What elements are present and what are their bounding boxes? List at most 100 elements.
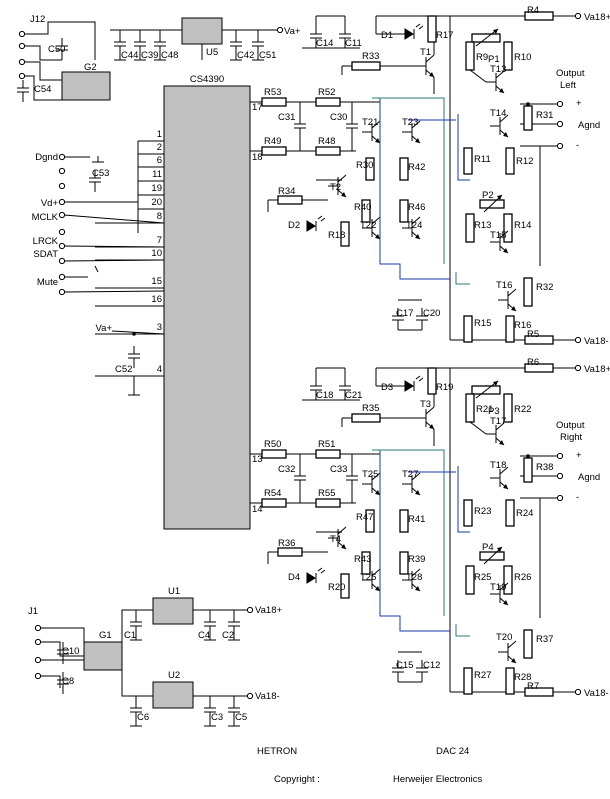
wire (317, 567, 323, 572)
wire (475, 28, 499, 47)
wire (415, 23, 421, 28)
wire (317, 215, 323, 220)
potentiometer-p1-label: P1 (488, 54, 500, 65)
capacitor-c5-label: C5 (235, 712, 247, 723)
copyright-label: Copyright : (274, 774, 320, 785)
resistor-r13-label: R13 (474, 220, 491, 231)
transistor-t22-label: T22 (360, 220, 376, 231)
resistor-r23 (463, 499, 473, 527)
resistor-r34-label: R34 (278, 186, 295, 197)
pin-number-4: 4 (157, 364, 162, 375)
output-label: Left (560, 80, 576, 91)
wire (371, 472, 381, 481)
arrow (375, 586, 380, 591)
arrow (375, 138, 380, 143)
capacitor-c33-label: C33 (330, 464, 347, 475)
resistor-r28 (505, 667, 515, 695)
diode-d3 (404, 380, 414, 392)
output-label: Output (556, 68, 585, 79)
resistor-r26-label: R26 (514, 572, 531, 583)
arrow (415, 138, 420, 143)
wire (475, 380, 499, 399)
arrow (503, 484, 508, 489)
input-terminal (58, 228, 66, 236)
resistor-r50 (261, 449, 287, 459)
resistor-r18 (340, 221, 350, 247)
output-terminal (556, 120, 564, 128)
pin-number-11: 11 (152, 169, 162, 180)
resistor-r17 (427, 15, 437, 43)
resistor-r40 (361, 199, 371, 223)
transistor-t2-label: T2 (330, 182, 341, 193)
wire (24, 21, 96, 60)
arrow (341, 192, 346, 197)
pin-number-19: 19 (151, 183, 162, 194)
rectifier-g2 (61, 71, 111, 101)
arrow (415, 490, 420, 495)
diode-d1 (404, 28, 414, 40)
pin-signal-10: SDAT (33, 249, 58, 260)
resistor-r32 (523, 277, 533, 307)
output-plus-label: + (576, 450, 582, 461)
output-label: Right (560, 432, 583, 443)
arrow (429, 424, 434, 429)
wire (418, 25, 424, 30)
wire (24, 45, 62, 61)
pin-number-p14: 14 (252, 504, 263, 515)
resistor-r35 (351, 413, 381, 423)
resistor-r13 (465, 213, 475, 243)
arrow (429, 72, 434, 77)
resistor-r43-label: R43 (354, 554, 371, 565)
wire (469, 69, 487, 83)
wire (337, 526, 347, 535)
resistor-r42-label: R42 (408, 162, 425, 173)
resistor-r9-label: R9 (476, 52, 488, 63)
arrow (493, 381, 498, 386)
regulator-u2-label: U2 (168, 670, 180, 681)
resistor-r53-label: R53 (264, 87, 281, 98)
resistor-r40-label: R40 (354, 202, 371, 213)
capacitor-c42-label: C42 (237, 50, 254, 61)
connector-j1-terminal (34, 672, 42, 680)
arrow (503, 600, 508, 605)
wire (415, 375, 421, 380)
capacitor-c48-label: C48 (161, 50, 178, 61)
diode-d1-label: D1 (381, 30, 393, 41)
agnd-label: Agnd (578, 120, 600, 131)
resistor-r51-label: R51 (318, 439, 335, 450)
supply-va18m-label: Va18- (255, 691, 280, 702)
resistor-r47-label: R47 (356, 512, 373, 523)
transistor-t1-label: T1 (420, 47, 431, 58)
resistor-r4-label: R4 (527, 5, 539, 16)
pin-number-8: 8 (157, 211, 162, 222)
capacitor-c18-label: C18 (316, 390, 333, 401)
resistor-r27 (463, 667, 473, 695)
arrow (375, 490, 380, 495)
wire (371, 216, 381, 225)
supply-va18m-label: Va18- (584, 336, 609, 347)
diode-d3-label: D3 (381, 382, 393, 393)
input-terminal (58, 273, 66, 281)
wire (63, 214, 165, 224)
resistor-r32-label: R32 (536, 282, 553, 293)
resistor-r24 (505, 499, 515, 527)
resistor-r50-label: R50 (264, 439, 281, 450)
capacitor-c11-label: C11 (345, 38, 362, 49)
resistor-r35-label: R35 (362, 403, 379, 414)
resistor-r51 (315, 449, 341, 459)
connector-j1-label: J1 (28, 606, 38, 617)
pin-signal-20: Vd+ (41, 198, 59, 209)
capacitor-c51-label: C51 (259, 50, 276, 61)
pin-number-10: 10 (151, 248, 162, 259)
wire (121, 670, 153, 697)
arrow (415, 234, 420, 239)
wire (457, 466, 470, 533)
input-terminal (58, 242, 66, 250)
transistor-t25-label: T25 (362, 469, 378, 480)
wire (411, 120, 421, 129)
capacitor-c53-label: C53 (92, 168, 109, 179)
wire (24, 75, 72, 101)
resistor-r49 (261, 146, 287, 156)
pin-signal-15: Mute (37, 277, 58, 288)
wire (425, 406, 435, 415)
